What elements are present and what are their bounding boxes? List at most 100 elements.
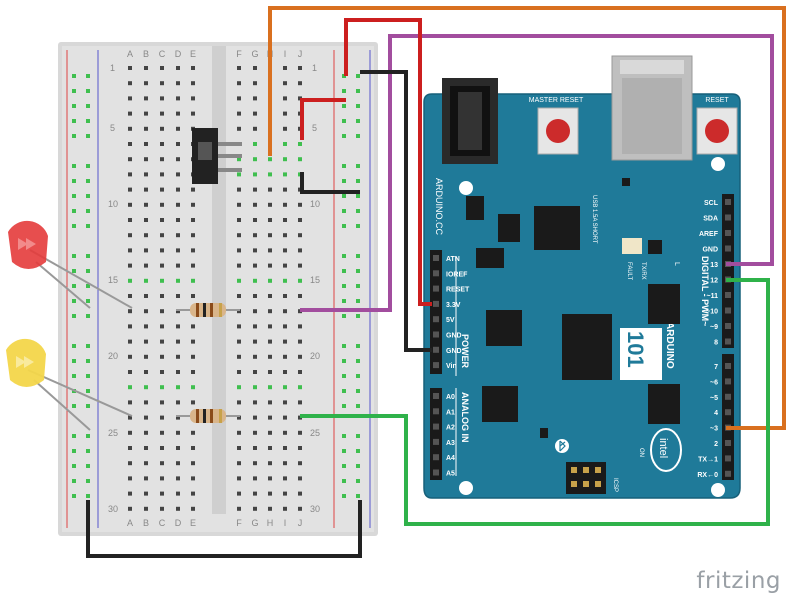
reset-button[interactable]	[696, 107, 738, 155]
breadboard-hole	[298, 218, 302, 222]
breadboard-hole	[176, 430, 180, 435]
breadboard-hole	[176, 461, 180, 466]
power-pin-6-socket[interactable]	[433, 346, 439, 353]
breadboard-hole	[191, 400, 195, 405]
breadboard-hole	[191, 66, 195, 70]
power-pin-2-socket[interactable]	[433, 285, 439, 292]
digital-pin-top-2-socket[interactable]	[725, 230, 731, 236]
breadboard-hole	[144, 218, 148, 222]
breadboard-hole	[283, 263, 287, 268]
digital-pin-top-9-socket[interactable]	[725, 338, 731, 345]
slide-switch[interactable]	[192, 128, 242, 184]
digital-pin-top-9-label: 8	[714, 340, 718, 347]
breadboard-hole	[283, 81, 287, 86]
wire-green-row25[interactable]	[300, 278, 770, 526]
breadboard-hole	[298, 385, 302, 390]
analog-pin-4-label: A4	[446, 455, 455, 462]
analog-pin-5-socket[interactable]	[433, 469, 439, 476]
power-pin-1-label: IOREF	[446, 271, 468, 278]
digital-pin-top-1-label: SDA	[703, 216, 718, 223]
breadboard-hole	[128, 385, 132, 390]
digital-pin-top-1-socket[interactable]	[725, 214, 731, 221]
digital-pin-top-3-socket[interactable]	[725, 245, 731, 252]
breadboard-hole	[237, 81, 241, 86]
breadboard-hole	[298, 461, 302, 466]
analog-pin-2-socket[interactable]	[433, 423, 439, 430]
digital-pin-top-4-label: 13	[710, 262, 718, 269]
wire-black-gnd[interactable]	[360, 70, 432, 352]
wire-red-switch[interactable]	[300, 98, 346, 140]
analog-pin-0-socket[interactable]	[433, 393, 439, 399]
digital-pin-bottom-1-socket[interactable]	[725, 378, 731, 385]
power-pin-5-socket[interactable]	[433, 331, 439, 338]
col-letter-b-top: B	[143, 49, 149, 59]
analog-pin-3-socket[interactable]	[433, 438, 439, 445]
rail-hole	[86, 449, 90, 453]
power-pin-1-socket[interactable]	[433, 270, 439, 277]
bluetooth-icon	[555, 439, 569, 453]
digital-pin-top-6-socket[interactable]	[725, 292, 731, 298]
breadboard-hole	[191, 263, 195, 268]
arduino-board: MASTER RESET RESET ARDUINO.CC USB 1.5A S…	[423, 55, 741, 499]
rail-hole	[342, 464, 346, 468]
wire-orange[interactable]	[268, 6, 786, 430]
rail-hole	[72, 269, 76, 273]
digital-pin-top-0-socket[interactable]	[725, 199, 731, 205]
wire-purple-row15[interactable]	[300, 34, 774, 312]
breadboard-hole	[144, 370, 148, 374]
rail-hole	[342, 224, 346, 228]
breadboard-hole	[128, 430, 132, 435]
breadboard-hole	[253, 157, 257, 162]
wire-red-3v3[interactable]	[344, 18, 432, 306]
breadboard-hole	[176, 263, 180, 268]
digital-pin-bottom-0-socket[interactable]	[725, 363, 731, 369]
power-pin-0-socket[interactable]	[433, 255, 439, 261]
breadboard-hole	[191, 278, 195, 283]
breadboard-hole	[298, 370, 302, 374]
breadboard-hole	[298, 248, 302, 253]
breadboard-hole	[160, 324, 164, 329]
chip-main	[562, 314, 612, 380]
digital-pin-bottom-5-socket[interactable]	[725, 440, 731, 446]
digital-title: DIGITAL - PWM~	[700, 256, 710, 326]
power-pin-3-socket[interactable]	[433, 300, 439, 307]
digital-pin-bottom-7-socket[interactable]	[725, 470, 731, 477]
wire-black-switch[interactable]	[300, 172, 360, 194]
breadboard-hole	[128, 324, 132, 329]
breadboard-hole	[268, 157, 272, 162]
power-pin-7-socket[interactable]	[433, 362, 439, 369]
analog-pin-2-label: A2	[446, 425, 455, 432]
digital-pin-top-7-socket[interactable]	[725, 307, 731, 314]
breadboard-hole	[160, 491, 164, 496]
breadboard-hole	[128, 278, 132, 283]
row-num-30-left: 30	[108, 504, 118, 514]
power-pin-4-socket[interactable]	[433, 316, 439, 323]
breadboard-hole	[160, 339, 164, 344]
breadboard-hole	[128, 96, 132, 101]
rail-hole	[342, 134, 346, 138]
breadboard-hole	[128, 339, 132, 344]
digital-pin-bottom-6-socket[interactable]	[725, 455, 731, 462]
breadboard-hole	[176, 126, 180, 131]
analog-pin-4-socket[interactable]	[433, 454, 439, 461]
breadboard-hole	[128, 218, 132, 222]
digital-pin-bottom-2-socket[interactable]	[725, 393, 731, 400]
power-pin-7-label: Vin	[446, 363, 457, 370]
breadboard-hole	[176, 96, 180, 101]
breadboard-hole	[268, 233, 272, 238]
breadboard-hole	[160, 294, 164, 298]
icsp-label: ICSP	[612, 478, 618, 492]
master-reset-button[interactable]	[537, 107, 579, 155]
digital-pin-bottom-3-label: 4	[714, 410, 718, 417]
breadboard-hole	[237, 370, 241, 374]
breadboard-hole	[283, 66, 287, 70]
col-letter-a-top: A	[127, 49, 133, 59]
wire-black-bottom[interactable]	[86, 500, 362, 558]
breadboard-hole	[268, 263, 272, 268]
digital-pin-bottom-3-socket[interactable]	[725, 409, 731, 416]
chip-top	[534, 206, 580, 250]
col-letter-d-top: D	[175, 49, 182, 59]
digital-pin-top-8-socket[interactable]	[725, 323, 731, 329]
icsp-header	[566, 462, 606, 494]
analog-pin-1-socket[interactable]	[433, 408, 439, 415]
